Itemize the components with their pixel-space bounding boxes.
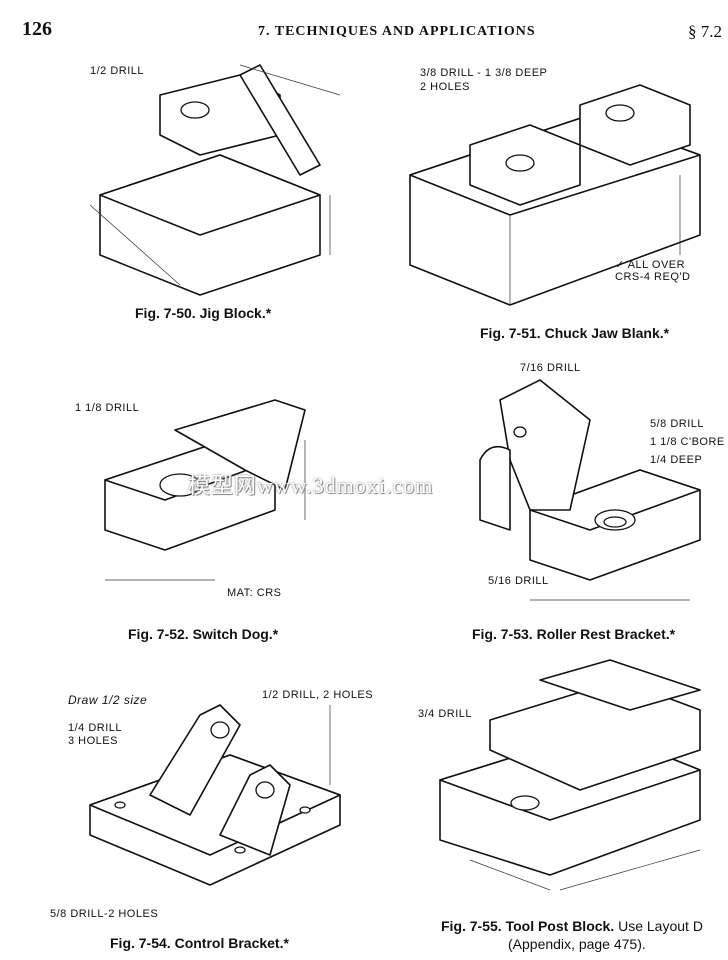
watermark: 模型网www.3dmoxi.com bbox=[188, 473, 434, 498]
tool-post-block-drawing bbox=[439, 659, 701, 891]
page-number: 126 bbox=[22, 18, 52, 40]
caption-number: Fig. 7-53. bbox=[472, 626, 533, 642]
caption-number: Fig. 7-52. bbox=[128, 626, 189, 642]
caption-fig-7-52: Fig. 7-52. Switch Dog.* bbox=[128, 626, 278, 642]
caption-appendix-ref: (Appendix, page 475). bbox=[508, 936, 646, 952]
caption-number: Fig. 7-50. bbox=[135, 305, 196, 321]
caption-number: Fig. 7-55. bbox=[441, 918, 502, 934]
caption-extra: Use Layout D bbox=[618, 918, 703, 934]
note-drill: 1 1/8 DRILL bbox=[75, 402, 140, 414]
note-drill-holes: 1/2 DRILL, 2 HOLES bbox=[262, 689, 374, 701]
note-cbore: 1 1/8 C'BORE bbox=[650, 436, 725, 448]
note-drill-5-8: 5/8 DRILL bbox=[650, 418, 705, 430]
chapter-title: 7. TECHNIQUES AND APPLICATIONS bbox=[258, 24, 536, 39]
note-drill-7-16: 7/16 DRILL bbox=[520, 362, 581, 374]
caption-number: Fig. 7-54. bbox=[110, 935, 171, 951]
roller-rest-bracket-drawing bbox=[479, 379, 701, 601]
caption-fig-7-51: Fig. 7-51. Chuck Jaw Blank.* bbox=[480, 325, 669, 341]
figure-tool-post-block: 3/4 DRILL bbox=[410, 659, 720, 900]
caption-name: Control Bracket.* bbox=[174, 935, 289, 951]
caption-fig-7-55: Fig. 7-55. Tool Post Block. Use Layout D bbox=[441, 918, 703, 934]
caption-name: Chuck Jaw Blank.* bbox=[544, 325, 670, 341]
caption-name: Tool Post Block. bbox=[505, 918, 615, 934]
caption-number: Fig. 7-51. bbox=[480, 325, 541, 341]
caption-fig-7-50: Fig. 7-50. Jig Block.* bbox=[135, 305, 271, 321]
note-crs-req: CRS-4 REQ'D bbox=[615, 271, 691, 283]
note-drill: 3/4 DRILL bbox=[418, 708, 473, 720]
caption-fig-7-53: Fig. 7-53. Roller Rest Bracket.* bbox=[472, 626, 675, 642]
caption-name: Roller Rest Bracket.* bbox=[536, 626, 676, 642]
note-three-holes: 3 HOLES bbox=[68, 735, 118, 747]
note-all-over: ✓ ALL OVER bbox=[615, 259, 686, 271]
figure-switch-dog: 1 1/8 DRILL MAT: CRS bbox=[75, 380, 355, 620]
section-mark: § 7.2 bbox=[688, 22, 722, 41]
note-drill-5-16: 5/16 DRILL bbox=[488, 575, 549, 587]
page-header: 126 7. TECHNIQUES AND APPLICATIONS § 7.2 bbox=[0, 16, 728, 46]
note-drill-deep: 3/8 DRILL - 1 3/8 DEEP bbox=[420, 67, 548, 79]
control-bracket-drawing bbox=[89, 704, 341, 886]
note-drill: 1/2 DRILL bbox=[90, 65, 145, 77]
figure-chuck-jaw-blank: 3/8 DRILL - 1 3/8 DEEP 2 HOLES ✓ ALL OVE… bbox=[409, 55, 710, 315]
note-material: MAT: CRS bbox=[227, 587, 282, 599]
caption-name: Jig Block.* bbox=[199, 305, 272, 321]
figure-jig-block: 1/2 DRILL bbox=[80, 55, 360, 296]
figure-roller-rest-bracket: 7/16 DRILL 5/8 DRILL 1 1/8 C'BORE 1/4 DE… bbox=[440, 360, 724, 620]
jig-block-drawing bbox=[89, 64, 341, 296]
note-two-holes: 2 HOLES bbox=[420, 81, 470, 93]
caption-fig-7-54: Fig. 7-54. Control Bracket.* bbox=[110, 935, 289, 951]
caption-name: Switch Dog.* bbox=[192, 626, 279, 642]
note-drill-two-holes: 5/8 DRILL-2 HOLES bbox=[50, 908, 159, 920]
chuck-jaw-blank-drawing bbox=[409, 84, 701, 306]
note-deep: 1/4 DEEP bbox=[650, 454, 703, 466]
note-scale: Draw 1/2 size bbox=[68, 693, 148, 707]
note-drill-quarter: 1/4 DRILL bbox=[68, 722, 123, 734]
switch-dog-drawing bbox=[104, 399, 306, 581]
figure-control-bracket: Draw 1/2 size 1/2 DRILL, 2 HOLES 1/4 DRI… bbox=[50, 685, 380, 930]
